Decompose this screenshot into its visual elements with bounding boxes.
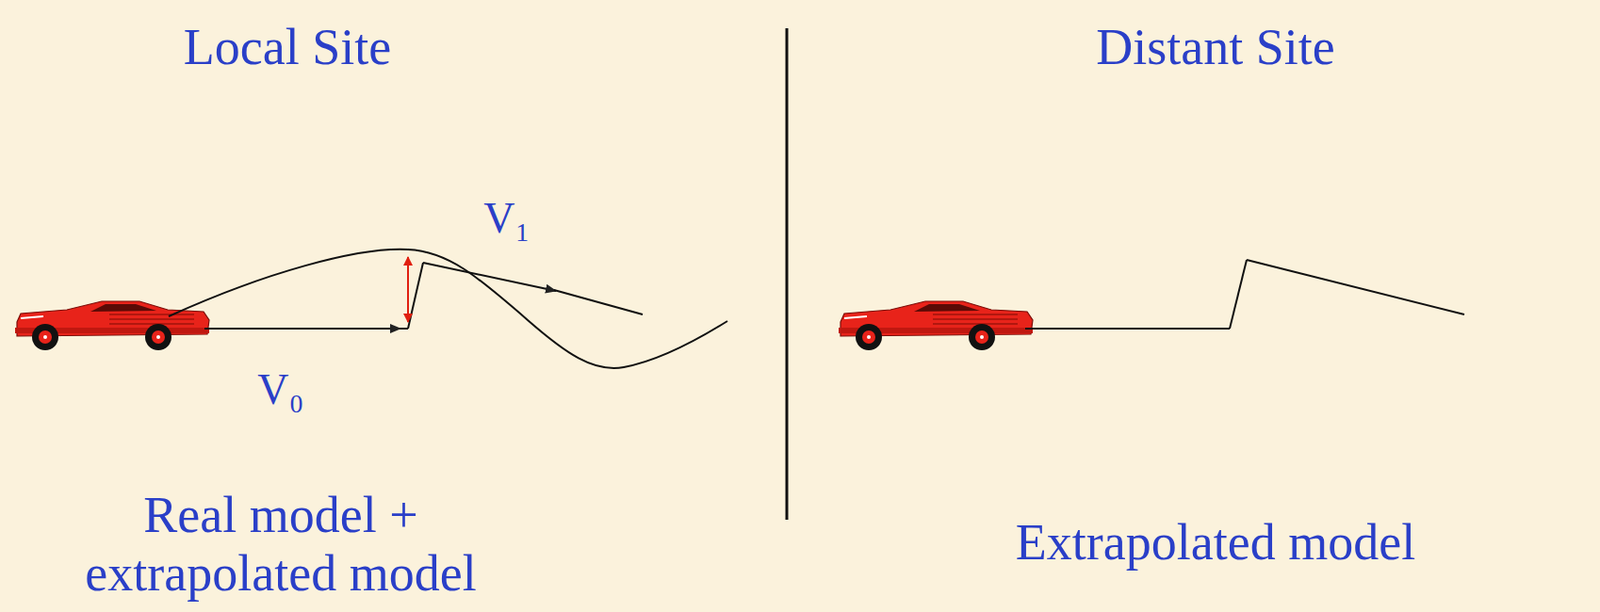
velocity-label: V₁ (483, 194, 530, 245)
car-icon (838, 301, 1033, 351)
v0-vector (400, 327, 409, 330)
site-heading: Local Site (183, 17, 392, 77)
trajectory-curve (168, 249, 728, 369)
path-line (1246, 260, 1465, 315)
divider (785, 28, 789, 521)
model-caption: Extrapolated model (1015, 513, 1416, 572)
car-icon (15, 301, 210, 351)
site-heading: Distant Site (1095, 17, 1336, 77)
model-caption: Real model + extrapolated model (16, 486, 545, 604)
path-line (1025, 327, 1230, 330)
velocity-label: V₀ (257, 365, 304, 416)
ramp-line (408, 262, 424, 329)
error-arrow (407, 257, 409, 323)
v0-vector (204, 327, 401, 330)
v1-vector (554, 290, 643, 315)
v1-vector (423, 262, 556, 292)
ramp-line (1229, 260, 1247, 329)
